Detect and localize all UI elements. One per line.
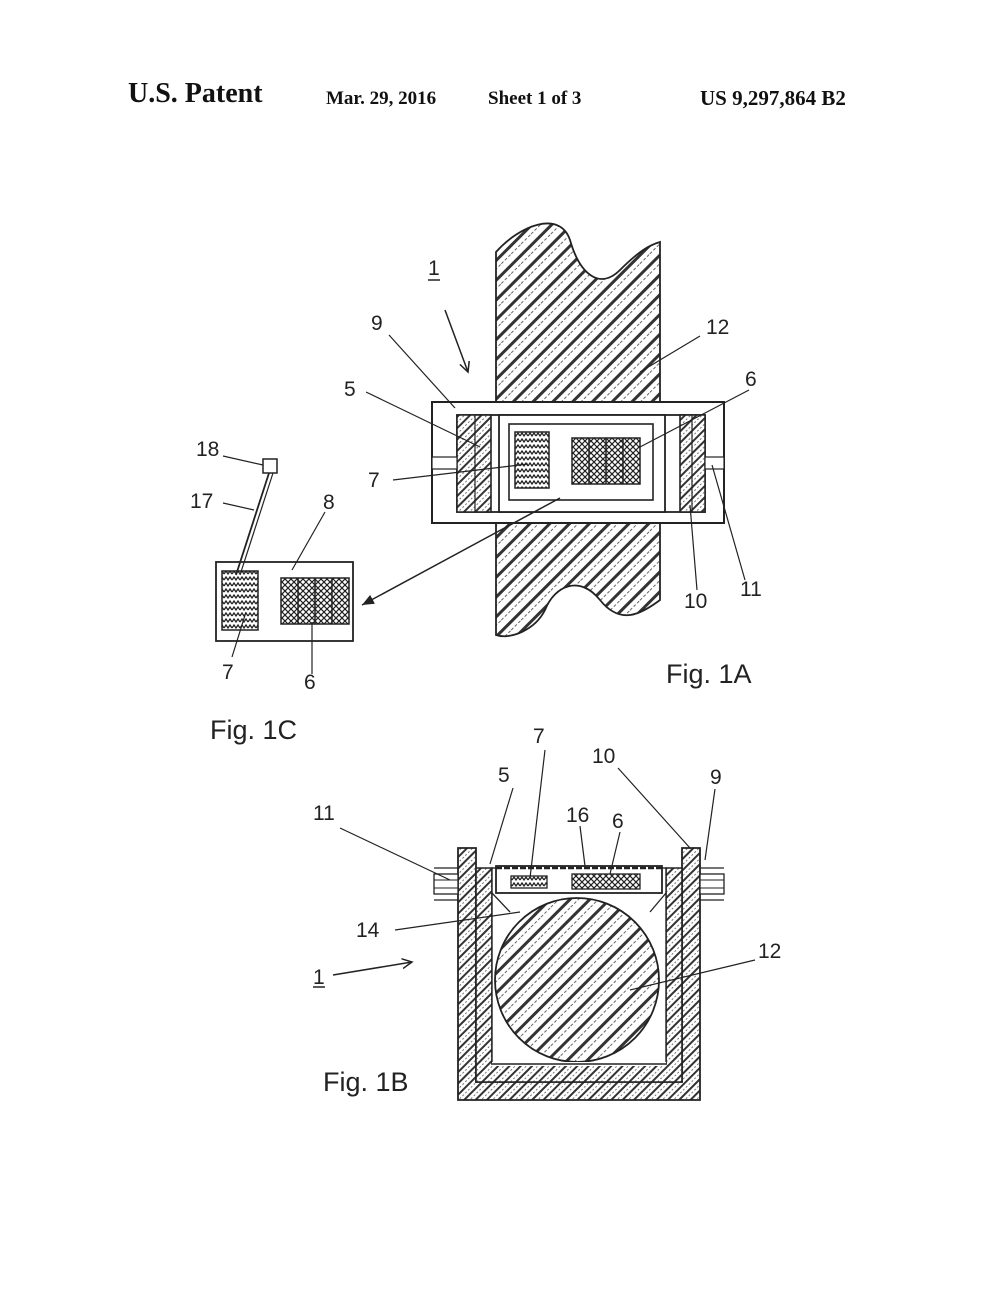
fig-1a-label: Fig. 1A bbox=[666, 659, 752, 689]
fig-1c: 18 17 8 7 6 Fig. 1C bbox=[190, 438, 354, 745]
ref-7-c: 7 bbox=[222, 661, 234, 684]
screw-11-b-left bbox=[433, 873, 459, 895]
ref-5: 5 bbox=[344, 378, 356, 401]
fig-1c-label: Fig. 1C bbox=[210, 715, 297, 745]
ref-18: 18 bbox=[196, 438, 219, 461]
patent-number: US 9,297,864 B2 bbox=[700, 86, 846, 110]
ref-16: 16 bbox=[566, 804, 589, 827]
ref-6: 6 bbox=[745, 368, 757, 391]
clamp-5 bbox=[456, 414, 492, 513]
ref-17: 17 bbox=[190, 490, 213, 513]
ref-11: 11 bbox=[740, 578, 762, 601]
screw-11-right bbox=[704, 456, 725, 470]
ref-7-b: 7 bbox=[533, 725, 545, 748]
bracket-14 bbox=[491, 892, 667, 913]
fig-1b: 11 5 7 16 6 10 9 14 12 1 Fig. 1B bbox=[313, 725, 781, 1101]
screw-11-left bbox=[431, 456, 458, 470]
patent-title: U.S. Patent bbox=[128, 78, 263, 109]
ref-6-b: 6 bbox=[612, 810, 624, 833]
fig-1b-label: Fig. 1B bbox=[323, 1067, 409, 1097]
ref-1-b: 1 bbox=[313, 966, 325, 989]
ref-12: 12 bbox=[706, 316, 729, 339]
ref-10-b: 10 bbox=[592, 745, 615, 768]
sensor-7 bbox=[514, 431, 550, 489]
board-12-b bbox=[494, 897, 660, 1063]
sensor-7-b bbox=[510, 875, 548, 889]
ref-5-b: 5 bbox=[498, 764, 510, 787]
ref-1: 1 bbox=[428, 257, 440, 280]
antenna-tip-18 bbox=[262, 458, 278, 474]
patent-date: Mar. 29, 2016 bbox=[326, 88, 437, 109]
ref-11-b: 11 bbox=[313, 802, 335, 825]
ref-8: 8 bbox=[323, 491, 335, 514]
ref-14: 14 bbox=[356, 919, 380, 942]
antenna-17 bbox=[235, 472, 270, 576]
ref-6-c: 6 bbox=[304, 671, 316, 694]
ref-9-b: 9 bbox=[710, 766, 722, 789]
fig-1a: 1 9 5 7 6 12 10 11 Fig. 1A bbox=[344, 222, 762, 689]
sheet-number: Sheet 1 of 3 bbox=[488, 88, 582, 109]
ref-9: 9 bbox=[371, 312, 383, 335]
screw-11-b-right bbox=[699, 873, 725, 895]
ref-7: 7 bbox=[368, 469, 380, 492]
ref-12-b: 12 bbox=[758, 940, 781, 963]
sensor-7-c bbox=[221, 570, 259, 631]
ref-10: 10 bbox=[684, 590, 707, 613]
battery-6-b bbox=[571, 873, 641, 890]
